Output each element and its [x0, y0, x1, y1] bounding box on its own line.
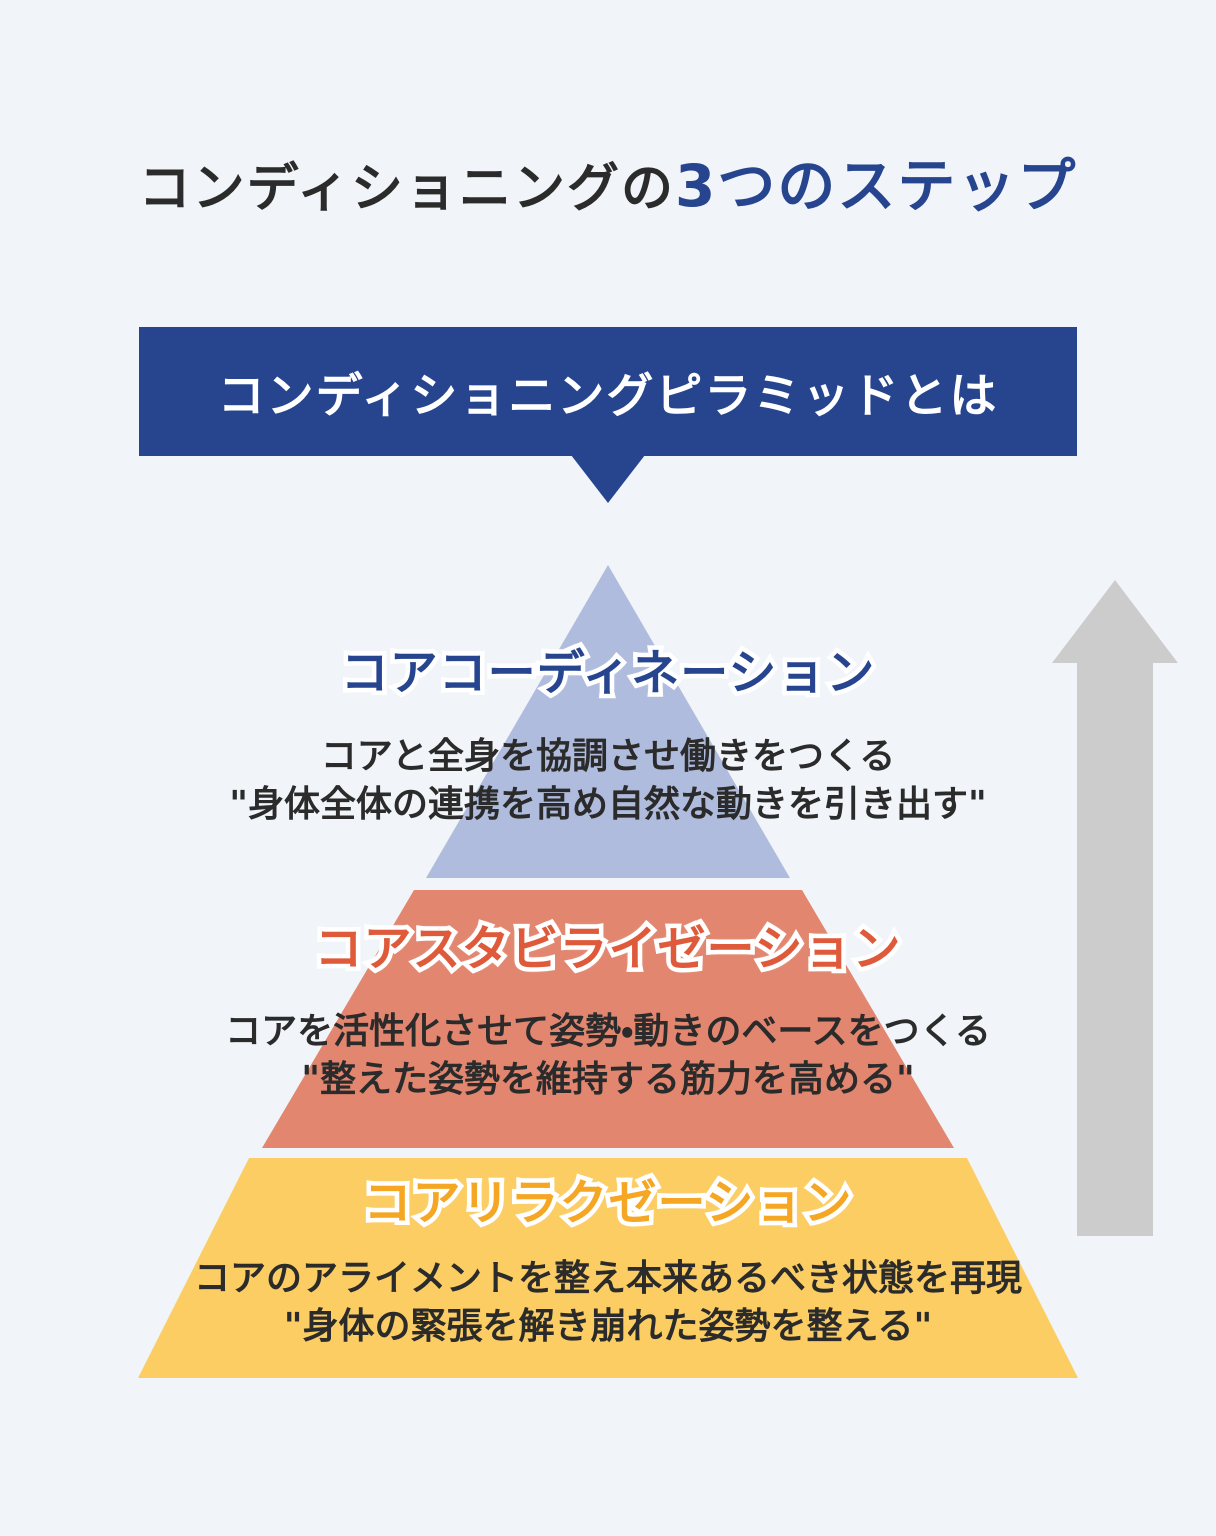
section-banner: コンディショニングピラミッドとは: [139, 327, 1077, 456]
conditioning-pyramid: [0, 560, 1216, 1385]
upward-progress-arrow-icon: [1040, 572, 1190, 1240]
section-banner-label: コンディショニングピラミッドとは: [217, 369, 999, 424]
page-title-accent: 3つのステップ: [675, 152, 1078, 220]
page-title-lead: コンディショニングの: [138, 159, 675, 219]
pyramid-tier-top-shape: [426, 565, 790, 878]
page-title: コンディショニングの3つのステップ: [0, 139, 1216, 223]
pyramid-tier-middle-shape: [262, 890, 954, 1148]
pyramid-tier-bottom-shape: [138, 1158, 1078, 1378]
banner-pointer-triangle-icon: [571, 455, 645, 503]
